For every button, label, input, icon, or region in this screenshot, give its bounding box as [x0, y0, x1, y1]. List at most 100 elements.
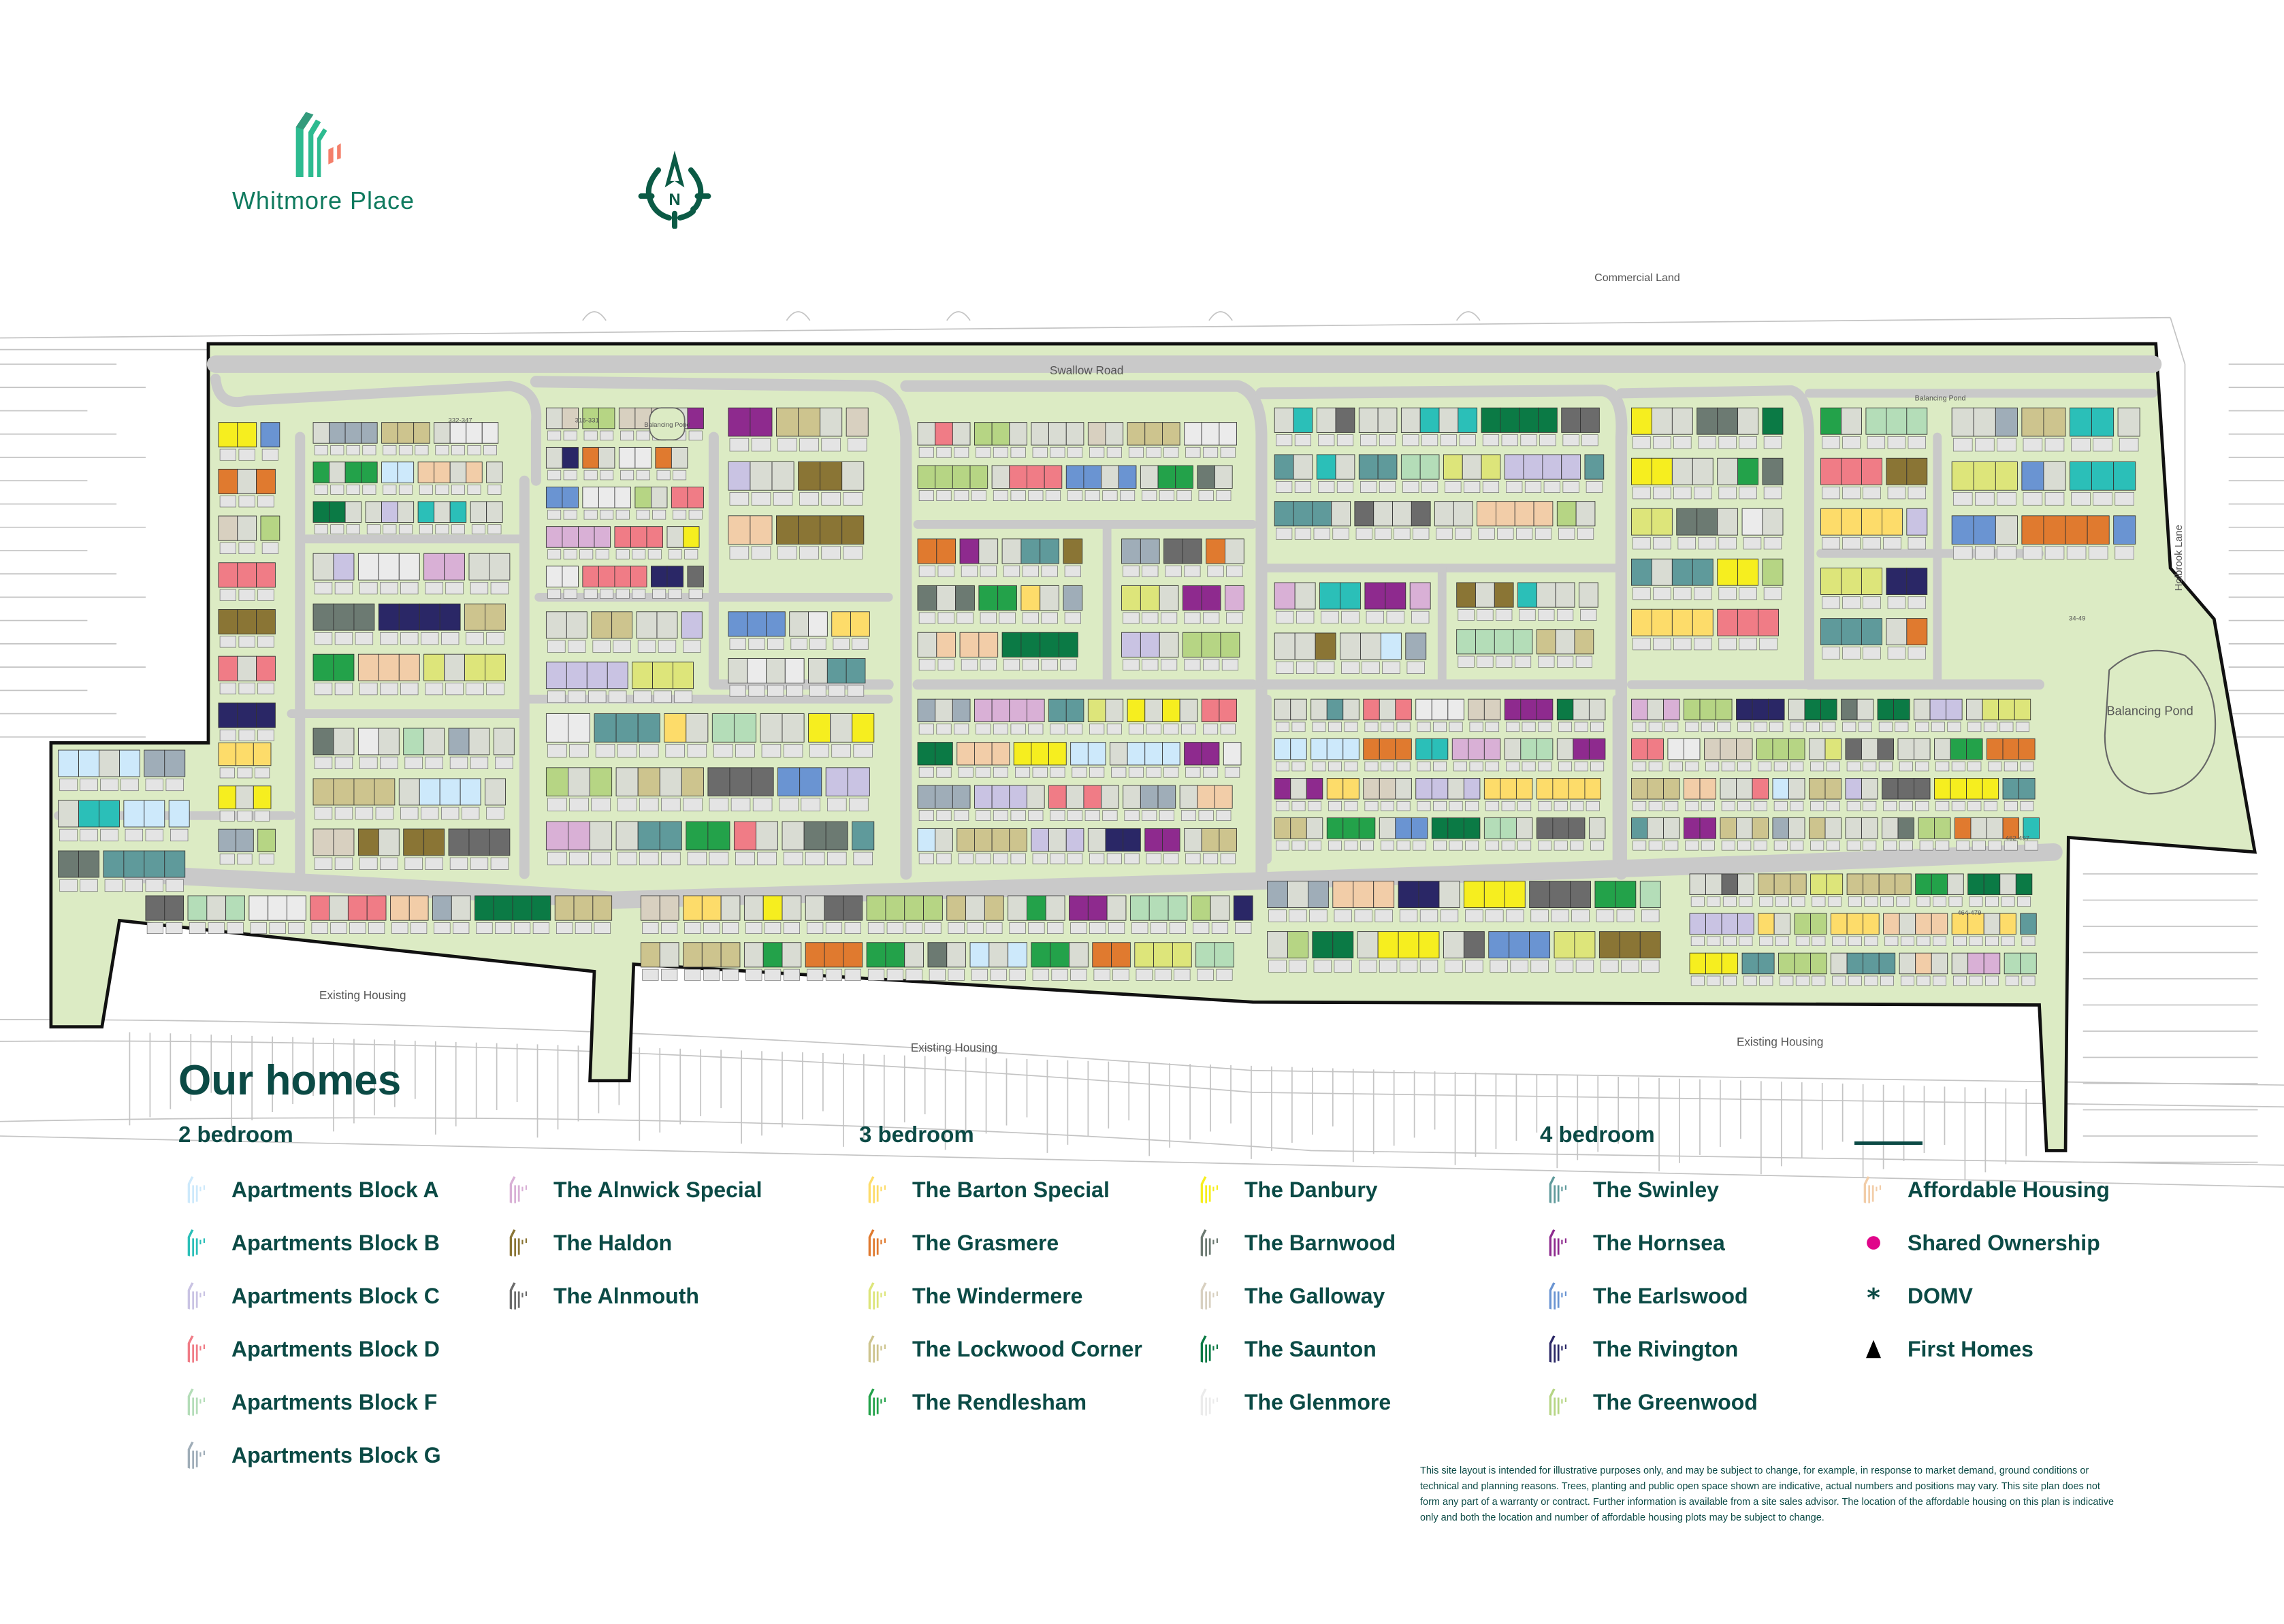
house-plot	[2087, 515, 2110, 545]
parking-bay	[1577, 527, 1594, 540]
house-plot	[969, 942, 990, 968]
parking-bay	[1581, 434, 1598, 446]
house-type-icon	[500, 1175, 538, 1205]
parking-bay	[1952, 936, 1967, 946]
parking-bay	[2114, 546, 2134, 559]
house-plot	[1820, 698, 1837, 721]
house-plot	[99, 800, 120, 828]
parking-bay	[827, 798, 847, 811]
parking-bay	[600, 589, 614, 599]
house-plot	[1148, 895, 1169, 921]
house-plot	[1914, 698, 1931, 721]
house-plot	[978, 538, 999, 564]
house-plot	[852, 713, 875, 743]
house-plot	[333, 653, 355, 681]
house-plot	[687, 487, 704, 508]
parking-bay	[1698, 537, 1716, 550]
house-plot	[2021, 515, 2044, 545]
parking-bay	[609, 690, 627, 703]
house-plot	[656, 611, 678, 639]
parking-bay	[219, 449, 236, 461]
legend-item-label: The Earlswood	[1593, 1283, 1748, 1308]
house-plot	[1846, 873, 1864, 895]
house-plot	[1820, 618, 1841, 645]
house-plot	[1415, 698, 1432, 721]
parking-bay	[1883, 800, 1897, 811]
parking-bay	[1411, 611, 1430, 623]
house-plot	[1331, 501, 1351, 527]
house-plot	[1788, 778, 1805, 800]
legend-item-label: The Danbury	[1244, 1177, 1378, 1202]
house-plot	[927, 942, 948, 968]
house-plot	[164, 895, 184, 921]
house-plot	[444, 553, 465, 581]
house-plot	[885, 895, 905, 921]
house-plot	[1846, 913, 1864, 935]
parking-bay	[1935, 800, 1950, 811]
parking-bay	[1887, 596, 1906, 609]
parking-bay	[1641, 909, 1660, 922]
house-plot	[664, 713, 687, 743]
house-plot	[1877, 738, 1894, 760]
house-plot	[1233, 895, 1253, 921]
house-plot	[820, 407, 843, 437]
house-plot	[1934, 817, 1951, 839]
parking-bay	[219, 636, 236, 648]
parking-bay	[1707, 896, 1721, 907]
house-plot	[1027, 698, 1045, 722]
house-plot	[1447, 698, 1464, 721]
house-plot	[1447, 778, 1464, 800]
house-plot	[1931, 913, 1948, 935]
parking-bay	[2004, 841, 2018, 851]
parking-bay	[1739, 587, 1757, 600]
parking-bay	[615, 549, 630, 559]
parking-bay	[314, 445, 328, 455]
house-plot	[1886, 457, 1908, 485]
parking-bay	[314, 632, 333, 645]
parking-bay	[383, 445, 397, 455]
house-plot	[978, 632, 999, 657]
parking-bay	[1010, 810, 1026, 821]
house-plot	[1639, 931, 1661, 958]
parking-bay	[1580, 609, 1597, 621]
house-plot	[1140, 538, 1160, 564]
legend-heading-2-bedroom: 2 bedroom	[178, 1122, 293, 1147]
house-plot	[917, 785, 936, 809]
parking-bay	[1701, 721, 1715, 732]
parking-bay	[380, 756, 398, 769]
parking-bay	[1951, 800, 1965, 811]
parking-bay	[59, 879, 78, 892]
house-plot	[1342, 738, 1360, 760]
house-plot	[846, 658, 866, 684]
parking-bay	[165, 879, 184, 892]
house-plot	[398, 778, 420, 806]
parking-bay	[1822, 436, 1840, 449]
house-plot	[1031, 742, 1049, 766]
house-plot	[1987, 817, 2004, 839]
parking-bay	[1291, 841, 1306, 851]
house-plot	[1201, 742, 1220, 766]
parking-bay	[1985, 975, 1999, 986]
house-plot	[1692, 457, 1714, 485]
house-plot	[1689, 952, 1706, 975]
parking-bay	[1972, 841, 1986, 851]
parking-bay	[1379, 960, 1398, 973]
parking-bay	[1465, 960, 1483, 973]
parking-bay	[1967, 800, 1982, 811]
parking-bay	[359, 857, 378, 870]
parking-bay	[1355, 527, 1372, 540]
house-plot	[434, 422, 451, 444]
house-plot	[825, 821, 848, 851]
plot-label: 332-347	[448, 417, 472, 425]
parking-bay	[703, 922, 720, 934]
house-plot	[1671, 407, 1693, 435]
house-plot	[1514, 501, 1534, 527]
parking-bay	[100, 828, 118, 842]
parking-bay	[961, 565, 978, 577]
parking-bay	[237, 811, 253, 822]
house-plot	[2043, 515, 2066, 545]
house-plot	[1144, 422, 1163, 446]
parking-bay	[1184, 659, 1201, 671]
parking-bay	[1694, 587, 1712, 600]
parking-bay	[748, 638, 765, 650]
